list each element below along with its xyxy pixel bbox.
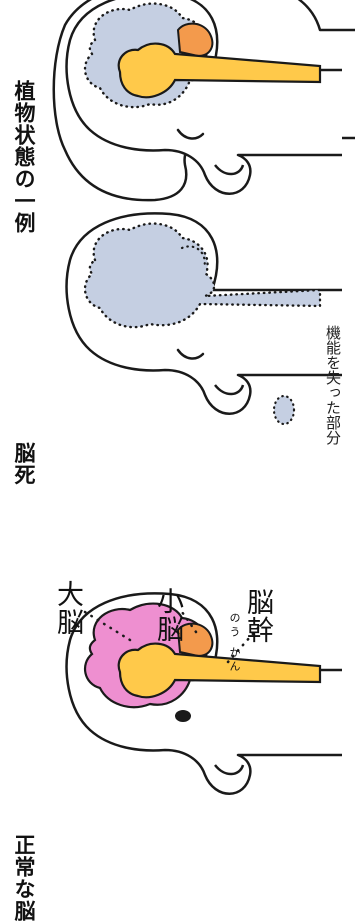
brainstem-reading: のう かん bbox=[229, 612, 240, 675]
legend-caption: 機能を失った部分 bbox=[325, 325, 340, 445]
legend-swatch bbox=[274, 396, 294, 424]
brain-death-panel-drawing bbox=[67, 213, 342, 413]
brainstem-label: 脳幹 bbox=[244, 588, 271, 644]
cerebrum-label: 大脳 bbox=[54, 580, 81, 636]
normal-panel-drawing bbox=[67, 593, 342, 793]
cerebellum bbox=[178, 24, 212, 56]
cerebellum bbox=[178, 624, 212, 656]
cerebellum-label: 小脳 bbox=[154, 587, 181, 643]
normal-title: 正常な脳 bbox=[13, 834, 34, 922]
vegetative-panel-drawing bbox=[67, 0, 342, 194]
brain-death-title: 脳死 bbox=[13, 442, 34, 486]
open-eye bbox=[175, 710, 191, 722]
vegetative-title: 植物状態の一例 bbox=[13, 80, 34, 234]
